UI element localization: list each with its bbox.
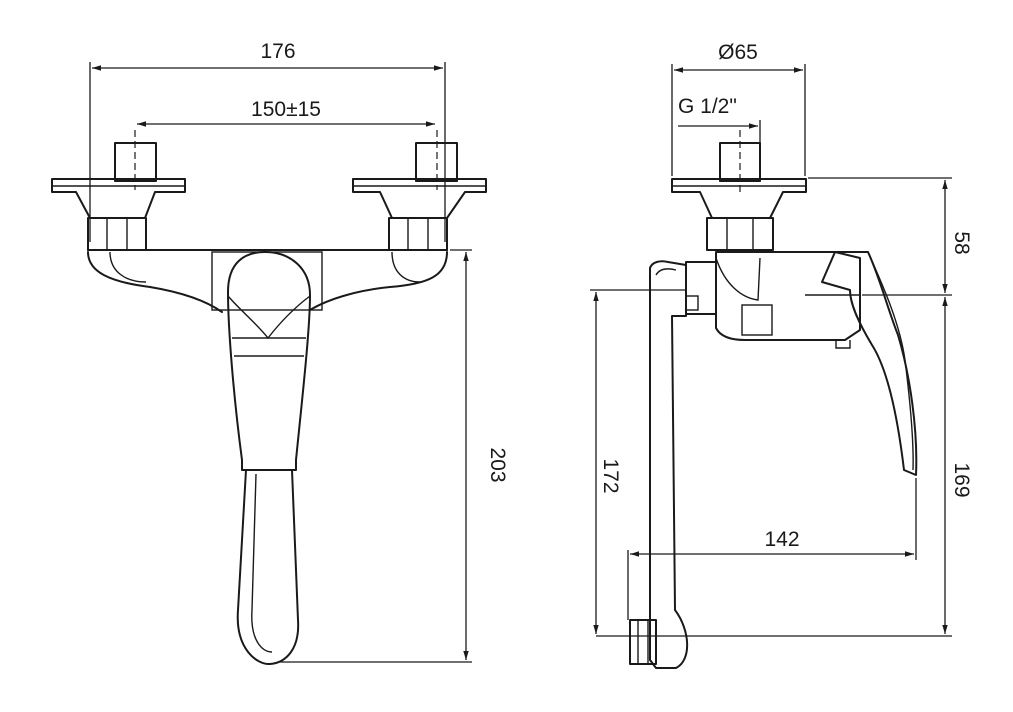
side-view: Ø65 G 1/2" 58 169 172 (590, 41, 973, 669)
dimension-center-distance: 150±15 (137, 98, 435, 127)
dimension-projection: 142 (627, 478, 917, 620)
dimension-height-right: 169 (596, 297, 973, 637)
dimension-label-thread: G 1/2" (678, 95, 737, 118)
dimension-label-142: 142 (764, 528, 799, 551)
side-mixer-body (685, 251, 861, 349)
dimension-flange-diameter: Ø65 (671, 41, 806, 176)
side-lever-handle (821, 251, 918, 476)
dimension-label-58: 58 (950, 231, 973, 254)
dimension-overall-width: 176 (89, 40, 446, 242)
dimension-label-203: 203 (486, 447, 509, 482)
side-spout (629, 260, 689, 669)
spout (236, 469, 300, 666)
dimension-depth-top: 58 (808, 177, 973, 296)
right-eccentric-connector (352, 142, 487, 251)
mixer-body (87, 249, 448, 313)
side-wall-connector (671, 130, 807, 251)
dimension-height-left: 172 (590, 289, 686, 634)
dimension-label-172: 172 (599, 458, 622, 493)
left-eccentric-connector (51, 142, 186, 251)
dimension-label-176: 176 (260, 40, 295, 63)
dimension-label-65: Ø65 (718, 41, 758, 64)
dimension-label-150: 150±15 (251, 98, 321, 121)
dimension-thread: G 1/2" (678, 95, 761, 143)
lever-handle (227, 251, 311, 471)
dimension-label-169: 169 (950, 462, 973, 497)
front-view: 176 150±15 203 (51, 40, 509, 666)
dimension-total-height: 203 (280, 249, 509, 663)
